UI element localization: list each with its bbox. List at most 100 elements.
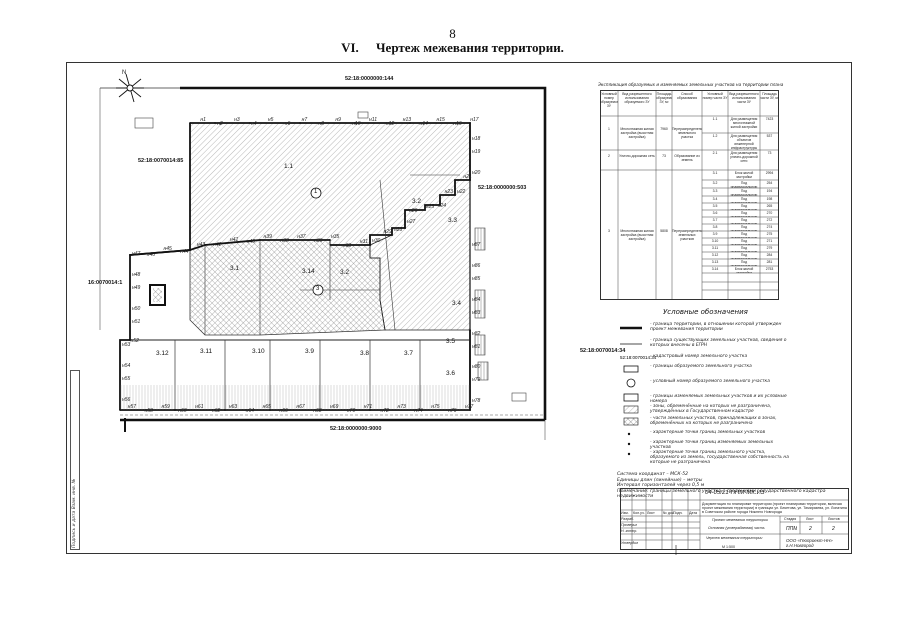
point-label: н79 xyxy=(472,377,481,384)
note-line: Единицы длин (линейные) – метры xyxy=(617,477,703,483)
stamp-description: Документация по планировке территории (п… xyxy=(702,502,847,515)
legend-text: - граница существующих земельных участко… xyxy=(650,338,787,348)
stamp-head-col: Лист xyxy=(647,511,655,515)
main-boundary xyxy=(190,122,471,246)
point-label: н26 xyxy=(409,208,418,214)
zone-label: 3.2 xyxy=(340,269,350,276)
explication-part-cell: 3.10 xyxy=(711,239,719,243)
point-label: н87 xyxy=(472,242,481,249)
point-label: н74 xyxy=(414,408,423,414)
zone-label: 3.9 xyxy=(305,348,315,355)
explication-part-cell: Блок жилой застройки xyxy=(734,267,754,273)
point-label: н39 xyxy=(263,234,272,240)
legend-text: - кадастровый номер земельного участка xyxy=(650,354,748,359)
zone-label: 3.6 xyxy=(446,370,456,377)
point-label: н10 xyxy=(352,121,361,127)
stamp-sheets: 2 xyxy=(832,526,835,532)
point-label: н11 xyxy=(369,117,377,123)
explication-part-cell: 279 xyxy=(766,246,773,250)
legend-text: - части земельных участков, принадлежащи… xyxy=(650,416,777,426)
point-label: н14 xyxy=(419,121,428,127)
point-label: н12 xyxy=(385,121,395,127)
explication-part-cell: 272 xyxy=(766,218,773,222)
point-label: н78 xyxy=(472,398,481,405)
point-label: н55 xyxy=(122,375,131,382)
zone-label: 3.12 xyxy=(156,350,169,357)
side-text: Подпись и дата Взам. инв. № xyxy=(72,478,77,548)
explication-part-cell: 3.8 xyxy=(712,225,718,229)
explication-part-cell: 2753 xyxy=(765,267,774,271)
territory-border xyxy=(180,86,547,420)
point-label: н65 xyxy=(262,404,271,410)
point-label: н40 xyxy=(246,239,256,246)
point-label: н42 xyxy=(213,242,222,249)
stamp-head-col: Подп. xyxy=(673,511,683,515)
legend-item: - границы образуемого земельного участка xyxy=(620,364,790,378)
cad-left-mid: 16:0070014:1 xyxy=(88,280,123,286)
legend-item: - части земельных участков, принадлежащи… xyxy=(620,416,790,430)
explication-part-cell: 7423 xyxy=(765,117,774,121)
explication-part-cell: 265 xyxy=(766,204,773,208)
point-label: н43 xyxy=(196,242,206,249)
zone-label: 3.14 xyxy=(302,268,315,275)
cad-left-lower: 52:18:0070014:34 xyxy=(580,348,626,354)
explication-part-cell: Под индивидуальную жилую застройку xyxy=(730,189,758,196)
point-label: н35 xyxy=(330,234,340,240)
explication-part-cell: 3.5 xyxy=(712,204,718,208)
point-label: н5 xyxy=(267,117,274,123)
explication-part-cell: 3.13 xyxy=(711,260,719,264)
legend-text: - граница территории, в отношении которо… xyxy=(650,322,782,332)
explication-part-cell: Под индивидуальную жилую застройку xyxy=(730,225,758,231)
point-label: н68 xyxy=(313,408,322,414)
point-label: н8 xyxy=(318,121,324,127)
stamp-role: Н. контр. xyxy=(621,529,638,533)
point-label: н1 xyxy=(200,117,206,123)
explication-part-cell: Под индивидуальную жилую застройку xyxy=(730,218,758,224)
point-label: н25 xyxy=(425,204,435,210)
legend-item: - зоны, обременённые на которых не разгр… xyxy=(620,404,790,418)
legend-text: - характерные точки границ земельного уч… xyxy=(650,450,789,465)
point-label: н45 xyxy=(163,246,172,253)
legend-item: - характерные точки границ земельного уч… xyxy=(620,450,790,465)
explication-part-cell: Для размещения объектов инженерной инфра… xyxy=(730,134,758,150)
explication-part-cell: 284 xyxy=(766,253,773,257)
point-label: н33 xyxy=(342,243,352,249)
legend-text: - условный номер образуемого земельного … xyxy=(650,379,770,384)
explication-part-cell: 1.2 xyxy=(712,134,718,138)
stamp-col-sheet: Лист xyxy=(806,517,814,521)
explication-part-cell: 2.1 xyxy=(712,151,718,155)
point-label: н48 xyxy=(132,271,141,278)
point-label: н9 xyxy=(335,117,341,123)
explication-part-cell: 271 xyxy=(766,239,773,243)
point-label: н61 xyxy=(195,404,204,410)
point-label: н72 xyxy=(380,408,389,414)
zone-3-1-area xyxy=(189,239,386,336)
point-label: н60 xyxy=(178,408,187,414)
zone-label: 3.1 xyxy=(230,265,240,272)
explication-header: Условный номер образуемого ЗУ xyxy=(600,92,618,108)
zone-label: 3.3 xyxy=(448,217,458,224)
building-square xyxy=(149,284,166,306)
legend-text: - границы образуемого земельного участка xyxy=(650,364,752,369)
compass-label: N xyxy=(122,70,127,76)
point-label: н58 xyxy=(144,408,153,414)
point-label: н84 xyxy=(472,297,481,304)
point-label: н49 xyxy=(132,284,141,291)
stamp-role: Утвердил xyxy=(621,541,639,545)
notes: Система координат – МСК-52 Единицы длин … xyxy=(617,472,847,500)
point-label: н80 xyxy=(472,364,481,371)
explication-part-cell: 198 xyxy=(766,197,773,201)
explication-header: Вид разрешенного использования образуемо… xyxy=(622,92,652,104)
drawing-sheet xyxy=(66,62,852,554)
stamp-code: 04-05/21-ППМ-МК.ИЗ xyxy=(705,490,765,496)
explication-part-cell: 281 xyxy=(766,260,773,264)
explication-part-cell: 3.14 xyxy=(711,267,719,271)
point-label: н76 xyxy=(448,408,457,414)
point-label: н22 xyxy=(457,188,466,195)
explication-title: Экспликация образуемых и изменяемых земе… xyxy=(598,82,784,87)
point-label: н37 xyxy=(297,234,306,240)
explication-header: Площадь образуемого ЗУ, м² xyxy=(656,92,672,104)
point-label: н50 xyxy=(132,305,141,312)
explication-part-cell: 3.2 xyxy=(712,181,718,185)
